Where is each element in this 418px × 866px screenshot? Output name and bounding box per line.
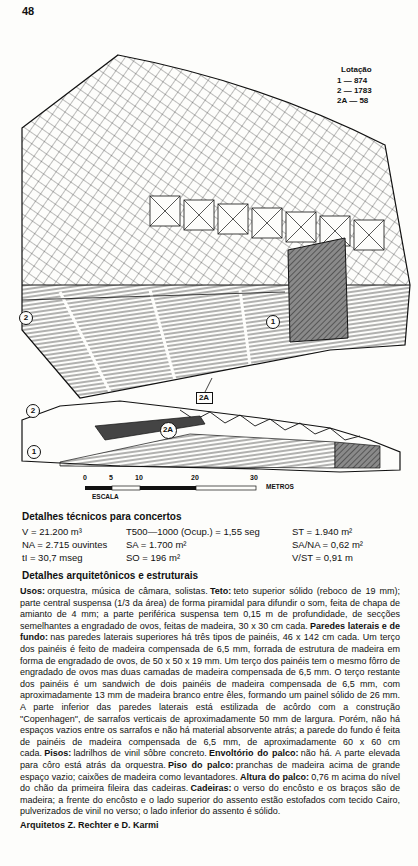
run-in-heading: Envoltório do palco: [209,748,298,758]
callout-circle: 2 [26,404,40,418]
scale-number: 30 [250,474,258,482]
run-in-heading: Piso do palco: [168,760,234,770]
callout-number: 2 [31,407,35,415]
scale-unit: METROS [266,483,294,490]
stage-section [335,442,380,468]
callout-circle: 2A [160,422,177,439]
plan-outline [22,55,410,398]
plan-fill [0,40,418,405]
section-heading: Detalhes arquitetônicos e estruturais [22,570,198,582]
seating-section [60,434,335,468]
pyramid [354,220,384,250]
section-drawing [22,401,400,472]
run-in-heading: Pisos: [44,748,71,758]
pyramid-row [150,196,384,250]
pyramid-edge [150,196,180,226]
capacity: 1 — 874 [337,76,367,85]
text-body: Usos:orquestra, música de câmara, solist… [20,586,400,831]
acoustic-data: V/ST = 0,91 m [292,553,353,564]
cross-aisle [22,292,285,300]
run-in-heading: Cadeiras: [191,783,232,793]
scale-number: 10 [135,474,143,482]
scale-segment [85,486,112,490]
callout-box: 2A [196,392,213,404]
capacity: 2 — 1783 [337,86,372,95]
pyramid-edge [252,208,282,238]
page-number: 48 [22,5,34,18]
scale-number: 0 [83,474,87,482]
acoustic-data: NA = 2.715 ouvintes [22,540,107,551]
callout-number: 2A [199,394,209,402]
acoustic-data: V = 21.200 m³ [22,527,82,538]
section-outline [22,401,400,472]
pyramid-edge [354,220,384,250]
acoustic-data: SO = 196 m² [126,553,180,564]
callout-number: 1 [271,318,275,326]
run-in-heading: Altura do palco: [240,772,309,782]
acoustic-data: SA/NA = 0,62 m² [292,540,363,551]
pyramid [150,196,180,226]
credits: Arquitetos Z. Rechter e D. Karmi [20,820,400,832]
plan-drawing [0,40,418,405]
body-text: ladrilhos de vinil sôbre concreto. [74,748,207,758]
pyramid-edge [218,204,248,234]
pyramid [218,204,248,234]
callout-number: 1 [32,448,36,456]
pyramid-edge [184,200,214,230]
body-text: nas paredes laterais superiores há três … [20,632,400,758]
capacity-title: Lotação [341,65,372,74]
section-heading: Detalhes técnicos para concertos [22,511,182,523]
scale-bar [85,486,256,490]
leader-line [205,378,212,392]
acoustic-data: ST = 1.940 m² [292,527,352,538]
callout-circle: 2 [19,311,33,325]
stage [288,238,348,342]
scale-segment [112,486,140,490]
callout-circle: 1 [266,315,280,329]
section-line [22,285,410,286]
body-text: orquestra, música de câmara, solistas. [47,586,207,596]
scale-segment [196,486,256,490]
scale-number: 20 [191,474,199,482]
acoustic-data: SA = 1.700 m² [126,540,186,551]
scale-segment [140,486,196,490]
callout-number: 2A [163,426,173,434]
aisle [60,290,250,392]
pyramid [184,200,214,230]
capacity: 2A — 58 [337,96,368,105]
scale-number: 5 [109,474,113,482]
paragraph: Usos:orquestra, música de câmara, solist… [20,586,400,818]
callout-number: 2 [24,314,28,322]
pyramid [252,208,282,238]
balcony [95,416,205,440]
run-in-heading: Usos: [20,586,45,596]
acoustic-data: T500—1000 (Ocup.) = 1,55 seg [126,527,260,538]
callout-circle: 1 [27,445,41,459]
pyramid [286,212,316,242]
run-in-heading: Teto: [210,586,231,596]
scale-title: ESCALA [92,493,119,500]
seating-plan [0,285,418,405]
acoustic-data: tI = 30,7 mseg [22,553,82,564]
pyramid-edge [286,212,316,242]
